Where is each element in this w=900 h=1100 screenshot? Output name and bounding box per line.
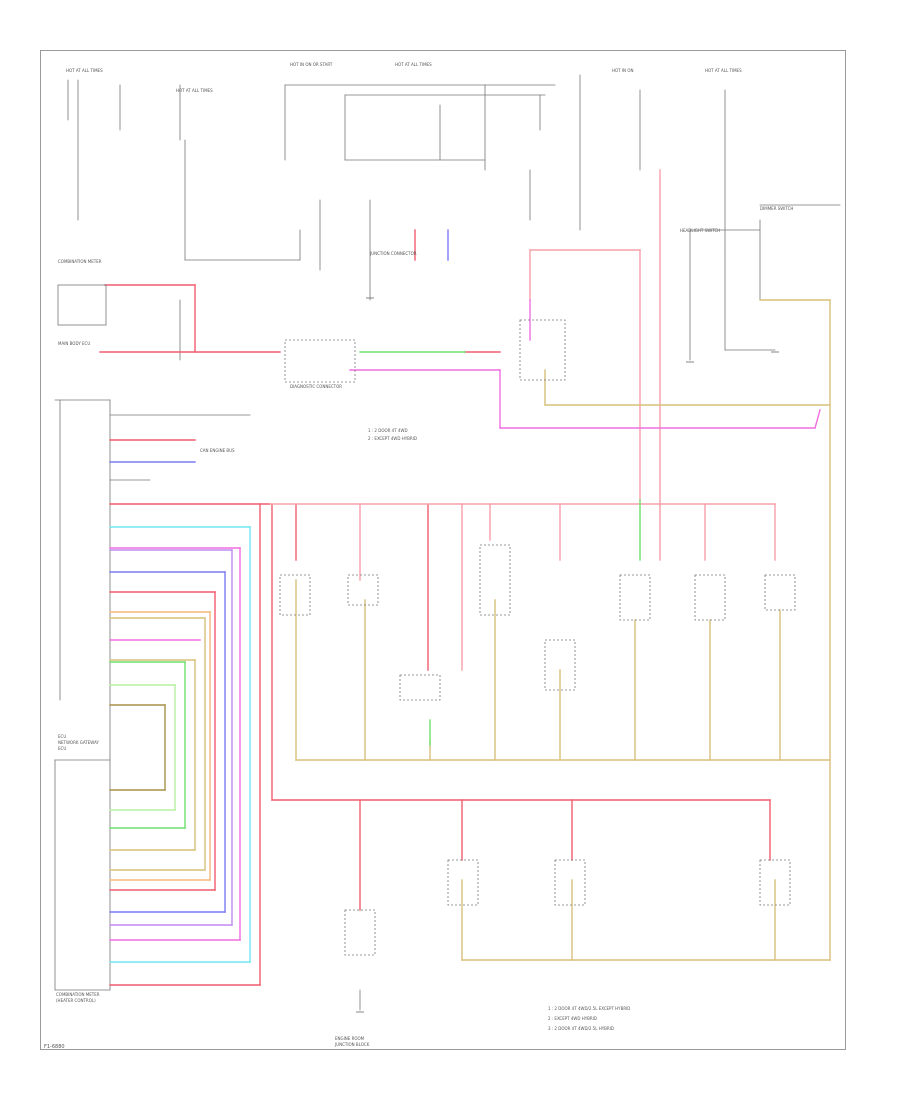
page-code: F1-6880 [44,1044,65,1050]
note-1: 1 : 2 DOOR 4T 4WD/2.5L EXCEPT HYBRID [548,1006,631,1011]
blue-wires [109,229,449,913]
svg-text:(HEATER CONTROL): (HEATER CONTROL) [56,998,96,1003]
note-2: 2 : EXCEPT 4WD HYBRID [548,1016,597,1021]
svg-text:HOT IN ON: HOT IN ON [612,68,633,73]
diagram-frame [40,50,846,1050]
svg-text:MAIN BODY ECU: MAIN BODY ECU [58,341,90,346]
svg-text:HOT AT ALL TIMES: HOT AT ALL TIMES [395,62,432,67]
svg-text:HOT AT ALL TIMES: HOT AT ALL TIMES [66,68,103,73]
svg-text:HOT IN ON OR START: HOT IN ON OR START [290,62,333,67]
svg-text:HOT AT ALL TIMES: HOT AT ALL TIMES [705,68,742,73]
svg-text:COMBINATION METER: COMBINATION METER [56,992,100,997]
violet-wires [109,549,233,926]
svg-text:2 : EXCEPT 4WD HYBRID: 2 : EXCEPT 4WD HYBRID [368,436,417,441]
svg-text:ECU: ECU [58,746,66,751]
svg-text:1 : 2 DOOR 4T 4WD: 1 : 2 DOOR 4T 4WD [368,428,408,433]
svg-text:DIMMER SWITCH: DIMMER SWITCH [760,206,793,211]
brown-wires [109,704,166,791]
pink-red-wires [269,169,776,671]
magenta-wires [109,299,821,941]
svg-text:HOT AT ALL TIMES: HOT AT ALL TIMES [176,88,213,93]
diagram-notes: 1 : 2 DOOR 4T 4WD/2.5L EXCEPT HYBRID 2 :… [548,1004,630,1034]
wire-labels: HOT AT ALL TIMES HOT AT ALL TIMES HOT IN… [56,62,793,1047]
svg-text:COMBINATION METER: COMBINATION METER [58,259,102,264]
note-3: 3 : 2 DOOR 4T 4WD/2.5L HYBRID [548,1026,614,1031]
ground-symbols [356,297,779,1013]
components [57,284,796,956]
svg-text:NETWORK GATEWAY: NETWORK GATEWAY [58,740,99,745]
cyan-wires [109,526,251,963]
orange-wires [109,611,211,881]
svg-text:HEADLIGHT SWITCH: HEADLIGHT SWITCH [680,228,720,233]
red-wires [99,229,771,986]
tan-wires [109,299,831,961]
svg-text:JUNCTION CONNECTOR: JUNCTION CONNECTOR [369,251,417,256]
svg-text:ENGINE ROOM: ENGINE ROOM [335,1036,365,1041]
svg-text:DIAGNOSTIC CONNECTOR: DIAGNOSTIC CONNECTOR [290,384,342,389]
top-left-fuses [54,74,841,1011]
svg-text:CAN ENGINE BUS: CAN ENGINE BUS [200,448,235,453]
svg-text:JUNCTION BLOCK: JUNCTION BLOCK [334,1042,370,1047]
light-green-wires [109,684,176,811]
green-wires [109,351,641,829]
svg-text:ECU: ECU [58,734,66,739]
